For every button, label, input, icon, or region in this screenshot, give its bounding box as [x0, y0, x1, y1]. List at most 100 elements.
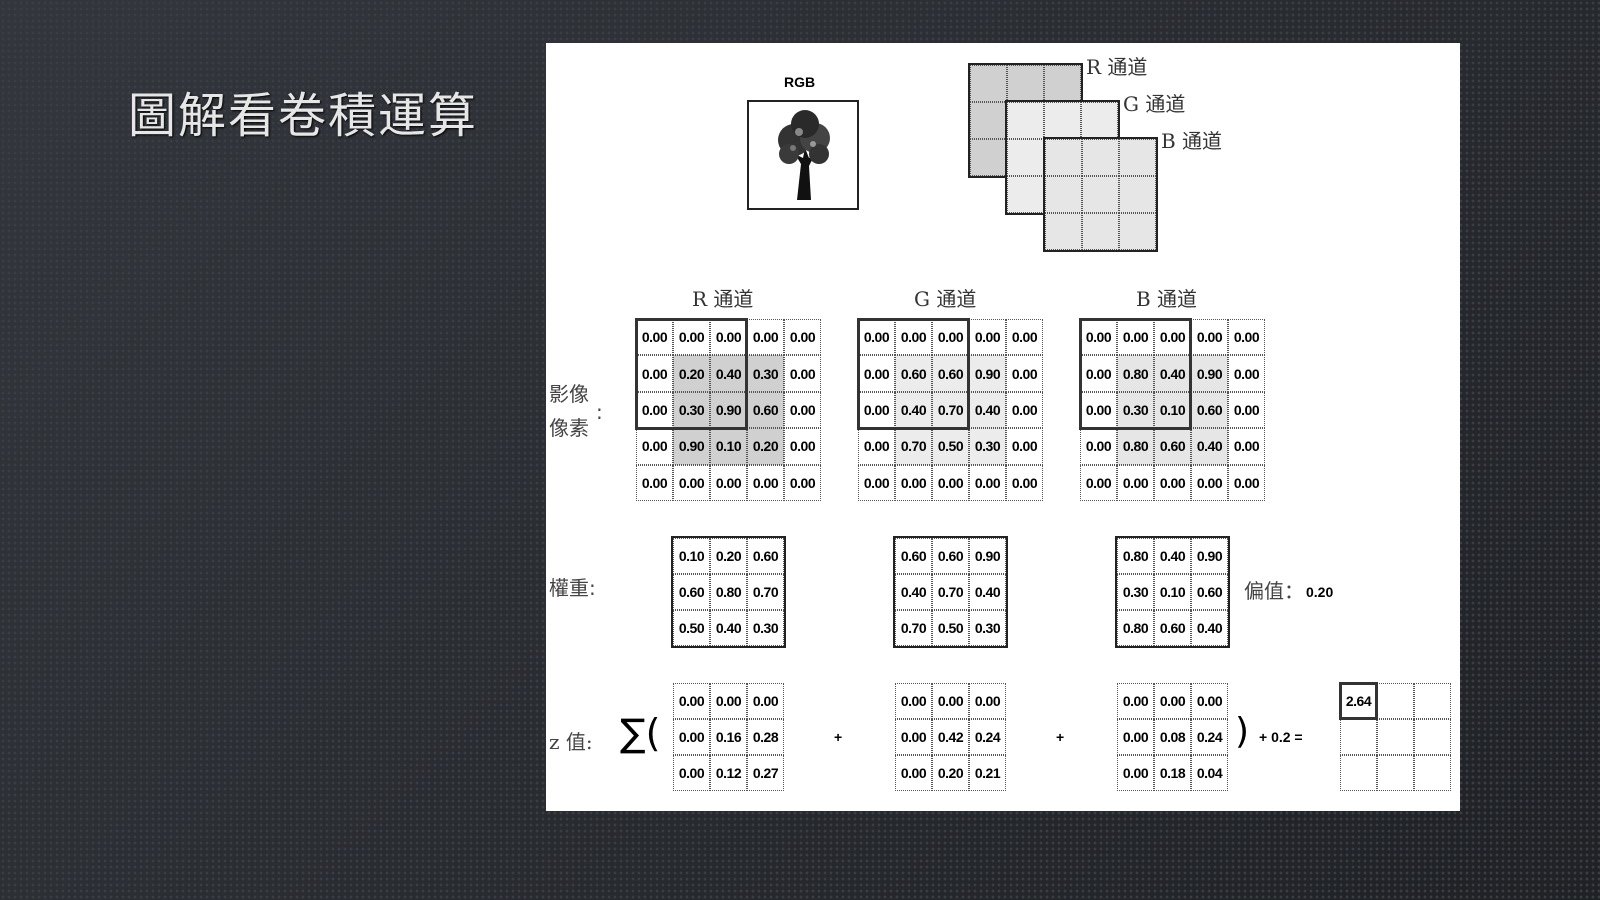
grid-cell: 0.00	[747, 683, 784, 719]
grid-cell: 0.00	[895, 719, 932, 755]
grid-cell: 0.00	[1228, 319, 1265, 356]
grid-cell	[1045, 139, 1082, 176]
sum-symbol: ∑(	[620, 711, 661, 755]
grid-cell: 0.50	[932, 610, 969, 646]
grid-cell: 0.40	[710, 610, 747, 646]
grid-cell: 0.60	[747, 538, 784, 574]
grid-cell: 0.12	[710, 755, 747, 791]
grid-cell: 0.60	[932, 538, 969, 574]
grid-cell: 0.00	[932, 683, 969, 719]
plus-sign-1: +	[834, 729, 843, 745]
grid-cell: 0.27	[747, 755, 784, 791]
grid-cell: 0.00	[710, 683, 747, 719]
grid-cell: 0.08	[1154, 719, 1191, 755]
grid-cell: 0.00	[710, 319, 747, 356]
grid-cell	[1414, 755, 1451, 791]
grid-cell: 0.90	[1191, 355, 1228, 392]
grid-cell: 0.00	[636, 428, 673, 465]
pixel-colon: :	[596, 400, 603, 424]
grid-cell: 0.16	[710, 719, 747, 755]
grid-cell	[1045, 213, 1082, 250]
grid-cell: 0.60	[932, 355, 969, 392]
grid-cell: 0.80	[1117, 355, 1154, 392]
grid-cell: 0.40	[710, 355, 747, 392]
close-paren: )	[1235, 711, 1250, 752]
grid-cell: 0.60	[1154, 610, 1191, 646]
grid-cell: 0.30	[969, 428, 1006, 465]
grid-cell: 0.10	[1154, 391, 1191, 429]
grid-cell: 0.20	[932, 755, 969, 791]
grid-cell: 0.00	[1191, 319, 1228, 356]
grid-cell: 0.00	[673, 683, 710, 719]
grid-cell: 2.64	[1340, 683, 1377, 719]
grid-cell: 0.00	[1191, 683, 1228, 719]
grid-cell: 0.00	[784, 391, 821, 429]
grid-cell	[1377, 719, 1414, 755]
grid-cell: 0.00	[1117, 319, 1154, 356]
grid-cell: 0.00	[969, 683, 1006, 719]
grid-cell: 0.04	[1191, 755, 1228, 791]
grid-cell: 0.00	[932, 464, 969, 501]
pixel-channel-label: B 通道	[1136, 287, 1198, 311]
grid-cell	[970, 102, 1007, 139]
grid-cell: 0.00	[747, 319, 784, 356]
grid-cell: 0.40	[1191, 610, 1228, 646]
bias-value: 0.20	[1306, 584, 1334, 600]
grid-cell	[1119, 139, 1156, 176]
grid-cell: 0.00	[636, 464, 673, 501]
grid-cell	[1119, 213, 1156, 250]
grid-cell: 0.20	[747, 428, 784, 465]
pixel-label-line2: 像素	[549, 416, 589, 440]
grid-cell: 0.10	[1154, 574, 1191, 610]
grid-cell	[1414, 683, 1451, 719]
grid-cell	[1414, 719, 1451, 755]
pixel-label-line1: 影像	[549, 382, 589, 406]
grid-cell: 0.00	[969, 319, 1006, 356]
grid-cell: 0.00	[895, 755, 932, 791]
grid-cell: 0.18	[1154, 755, 1191, 791]
grid-cell: 0.00	[1080, 319, 1117, 356]
grid-cell: 0.40	[1154, 355, 1191, 392]
grid-cell: 0.30	[747, 355, 784, 392]
grid-cell: 0.90	[673, 428, 710, 465]
rgb-image	[747, 100, 859, 210]
grid-cell: 0.00	[636, 319, 673, 356]
slide-title: 圖解看卷積運算	[128, 88, 479, 144]
grid-cell	[970, 139, 1007, 176]
grid-cell: 0.80	[710, 574, 747, 610]
grid-cell: 0.00	[1006, 428, 1043, 465]
grid-cell: 0.00	[1006, 319, 1043, 356]
z-label: z 值:	[549, 730, 593, 754]
grid-cell: 0.00	[673, 464, 710, 501]
grid-cell: 0.60	[1154, 428, 1191, 465]
grid-cell: 0.00	[1080, 464, 1117, 501]
grid-cell: 0.00	[969, 464, 1006, 501]
grid-cell	[1007, 65, 1044, 102]
grid-cell: 0.70	[932, 391, 969, 429]
grid-cell: 0.30	[1117, 391, 1154, 429]
grid-cell: 0.60	[1191, 574, 1228, 610]
weights-label: 權重:	[549, 576, 596, 600]
plus-sign-2: +	[1056, 729, 1065, 745]
grid-cell: 0.20	[673, 355, 710, 392]
grid-cell	[1007, 176, 1044, 213]
grid-cell: 0.00	[932, 319, 969, 356]
pixel-label: 影像 像素	[549, 377, 589, 445]
grid-cell: 0.00	[1080, 391, 1117, 429]
grid-cell: 0.30	[1117, 574, 1154, 610]
grid-cell: 0.00	[1117, 755, 1154, 791]
grid-cell	[1082, 213, 1119, 250]
grid-cell: 0.30	[673, 391, 710, 429]
grid-cell: 0.70	[895, 610, 932, 646]
grid-cell	[1007, 102, 1044, 139]
tree-icon	[778, 110, 830, 200]
grid-cell: 0.00	[1080, 428, 1117, 465]
grid-cell: 0.00	[1117, 464, 1154, 501]
grid-cell: 0.00	[1006, 355, 1043, 392]
grid-cell: 0.00	[784, 464, 821, 501]
grid-cell: 0.60	[895, 355, 932, 392]
